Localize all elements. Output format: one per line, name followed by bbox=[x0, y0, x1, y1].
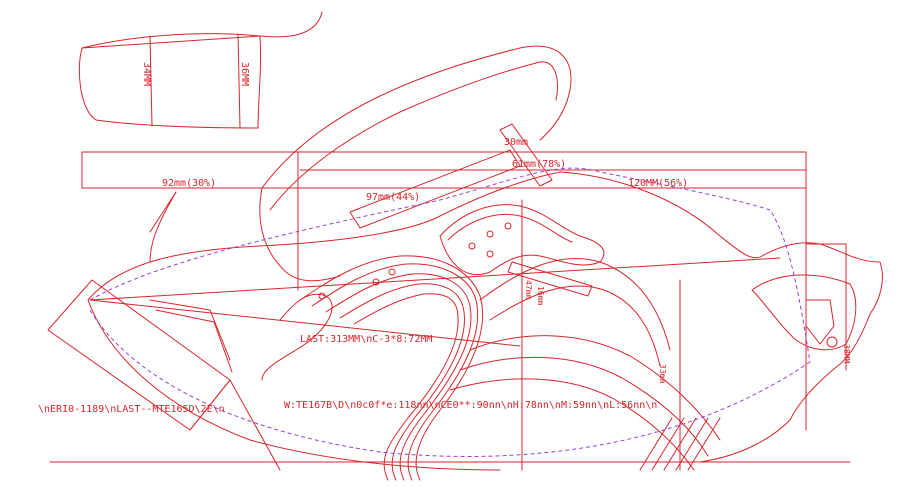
lace-hole-3 bbox=[504, 222, 512, 230]
eyestay-inner bbox=[447, 213, 573, 243]
lace-hole-4 bbox=[486, 250, 494, 258]
heel-counter bbox=[751, 274, 857, 351]
wave-right-4 bbox=[459, 356, 709, 457]
wave-right-2 bbox=[489, 285, 661, 367]
back-height-label: 33mm bbox=[658, 364, 667, 383]
lace-hole-7 bbox=[318, 292, 326, 300]
eyestay-panel bbox=[439, 204, 605, 276]
top-width-label: 30mm bbox=[504, 137, 528, 148]
hatch-5 bbox=[687, 417, 721, 471]
heel-outline-back bbox=[805, 243, 847, 371]
spec-dimensions-label: W:TE167B\D\n0c0f*e:118nn\nCE0**:90nn\nH:… bbox=[284, 400, 657, 411]
tongue-upper bbox=[259, 187, 341, 282]
hatch-2 bbox=[651, 417, 685, 471]
wave-band-2 bbox=[311, 263, 479, 481]
diag-line-2 bbox=[89, 299, 521, 347]
last-guide-bottom bbox=[89, 309, 811, 457]
wave-right-3 bbox=[469, 335, 721, 441]
collar-strap bbox=[349, 149, 521, 229]
lace-hole-2 bbox=[486, 230, 494, 238]
toe-wave bbox=[261, 293, 333, 381]
heel-length-label: 120MM(56%) bbox=[628, 178, 688, 189]
heel-counter-height-label: 38MM bbox=[842, 344, 851, 363]
tongue-width-left-label: 34MM bbox=[141, 62, 152, 86]
toe-detail-1 bbox=[149, 299, 231, 361]
pattern-lines bbox=[47, 11, 883, 481]
last-guide-line bbox=[89, 167, 811, 363]
lace-slot bbox=[507, 261, 593, 297]
mid-length-label: 97mm(44%) bbox=[366, 192, 420, 203]
hatch-4 bbox=[675, 417, 709, 471]
wave-right-5 bbox=[449, 378, 695, 471]
collar-outline bbox=[261, 45, 572, 189]
tongue-divider-1 bbox=[149, 35, 153, 127]
tongue-width-right-label: 36MM bbox=[239, 62, 250, 86]
tongue-divider-2 bbox=[237, 33, 241, 129]
spec-size-label: \nERI0-1189\nLAST--MTE165D\2E\n bbox=[38, 404, 225, 415]
heel-tab bbox=[805, 299, 835, 345]
hatch-1 bbox=[639, 417, 673, 471]
diag-line-1 bbox=[89, 257, 781, 301]
lace-hole-6 bbox=[388, 268, 396, 276]
upper-sole-line bbox=[87, 299, 501, 471]
collar-strap-2 bbox=[499, 123, 553, 187]
collar-inner bbox=[269, 61, 558, 211]
hatch-3 bbox=[663, 417, 697, 471]
toe-strip bbox=[189, 379, 281, 471]
wave-band-4 bbox=[339, 283, 465, 481]
toe-length-label: 92mm(30%) bbox=[162, 178, 216, 189]
vertical-height-label: 47mm bbox=[524, 280, 533, 299]
heel-hole bbox=[826, 336, 838, 348]
tongue-connector bbox=[149, 191, 177, 263]
collar-height-label: 16mm bbox=[536, 286, 545, 305]
upper-ratio-label: 61mm(78%) bbox=[512, 159, 566, 170]
upper-outline bbox=[87, 171, 883, 463]
lace-hole-1 bbox=[468, 242, 476, 250]
wave-band-5 bbox=[353, 293, 459, 481]
wave-band-1 bbox=[299, 255, 484, 481]
tongue-piece bbox=[78, 11, 323, 129]
last-length-label: LAST:313MM\nC-3*8:72MM bbox=[300, 334, 432, 345]
toe-detail-2 bbox=[155, 309, 233, 373]
wave-band-3 bbox=[325, 273, 472, 481]
